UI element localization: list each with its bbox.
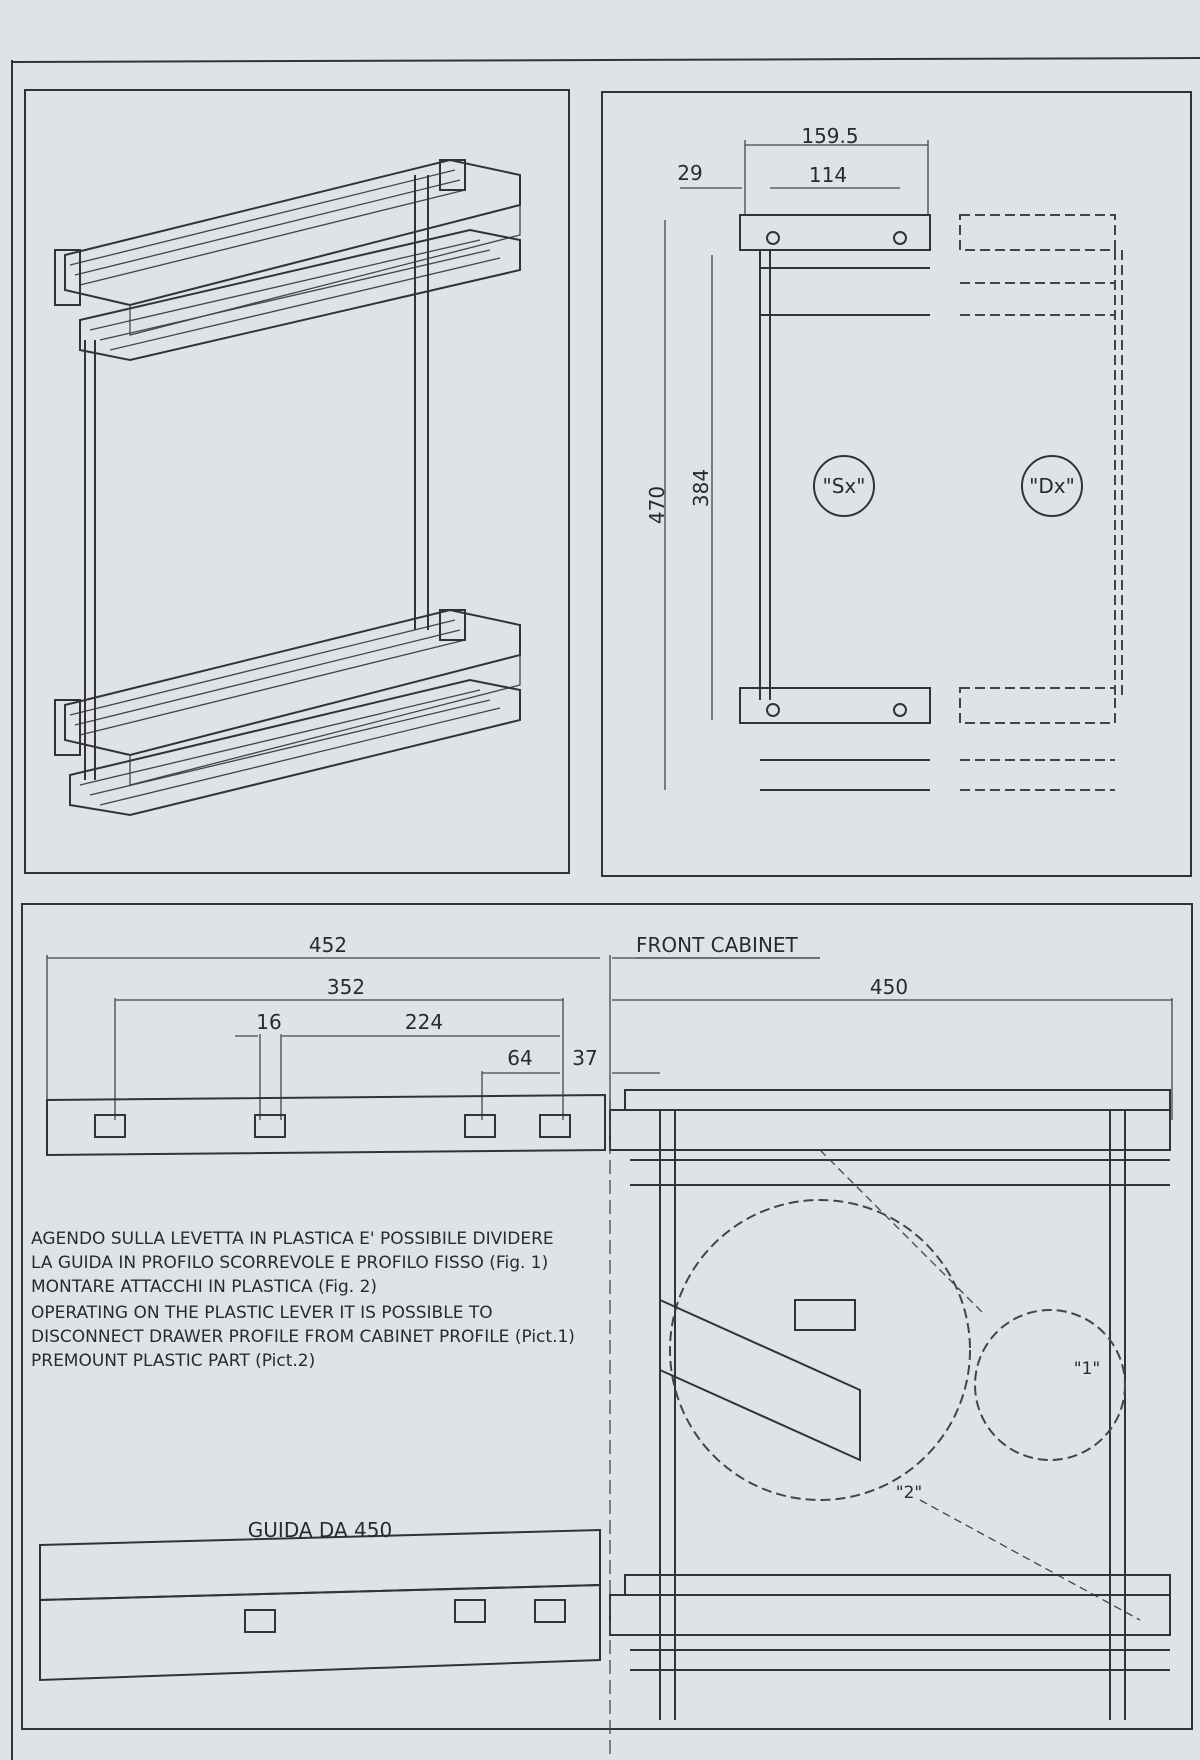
dim-height: 470 — [645, 486, 669, 524]
label-dx: "Dx" — [1029, 474, 1075, 498]
instruction-line: PREMOUNT PLASTIC PART (Pict.2) — [31, 1351, 315, 1371]
panel-top-view — [601, 91, 1192, 877]
dim-hole-spacing: 114 — [809, 163, 847, 187]
dim-offset: 29 — [677, 161, 702, 185]
instruction-line: MONTARE ATTACCHI IN PLASTICA (Fig. 2) — [31, 1277, 377, 1297]
panel-perspective-view — [24, 89, 570, 874]
dim-rail-length: 452 — [309, 933, 347, 957]
dim-37: 37 — [572, 1046, 597, 1070]
front-cabinet-label: FRONT CABINET — [636, 933, 799, 957]
dim-cabinet-depth: 450 — [870, 975, 908, 999]
basket-perspective-drawing — [54, 158, 521, 817]
guide-label: GUIDA DA 450 — [248, 1518, 392, 1542]
dim-inner-height: 384 — [689, 469, 713, 507]
dim-64: 64 — [507, 1046, 532, 1070]
dim-352: 352 — [327, 975, 365, 999]
callout-2: "2" — [896, 1483, 922, 1503]
sheet-top-edge — [11, 57, 1200, 63]
dim-overall-width: 159.5 — [801, 124, 858, 148]
dim-16: 16 — [256, 1010, 281, 1034]
label-sx: "Sx" — [823, 474, 866, 498]
instruction-line: AGENDO SULLA LEVETTA IN PLASTICA E' POSS… — [31, 1229, 554, 1249]
instructions-italian: AGENDO SULLA LEVETTA IN PLASTICA E' POSS… — [31, 1229, 554, 1297]
instruction-line: OPERATING ON THE PLASTIC LEVER IT IS POS… — [31, 1303, 493, 1323]
dx-circle — [1021, 455, 1083, 517]
instructions-english: OPERATING ON THE PLASTIC LEVER IT IS POS… — [31, 1303, 575, 1371]
callout-1: "1" — [1074, 1359, 1100, 1379]
instruction-line: LA GUIDA IN PROFILO SCORREVOLE E PROFILO… — [31, 1253, 548, 1273]
top-view-drawing — [664, 140, 1123, 791]
sx-circle — [813, 455, 875, 517]
dim-224: 224 — [405, 1010, 443, 1034]
panel-rail-details — [21, 903, 1193, 1730]
instruction-line: DISCONNECT DRAWER PROFILE FROM CABINET P… — [31, 1327, 575, 1347]
rail-dimension-lines — [39, 955, 1173, 1760]
